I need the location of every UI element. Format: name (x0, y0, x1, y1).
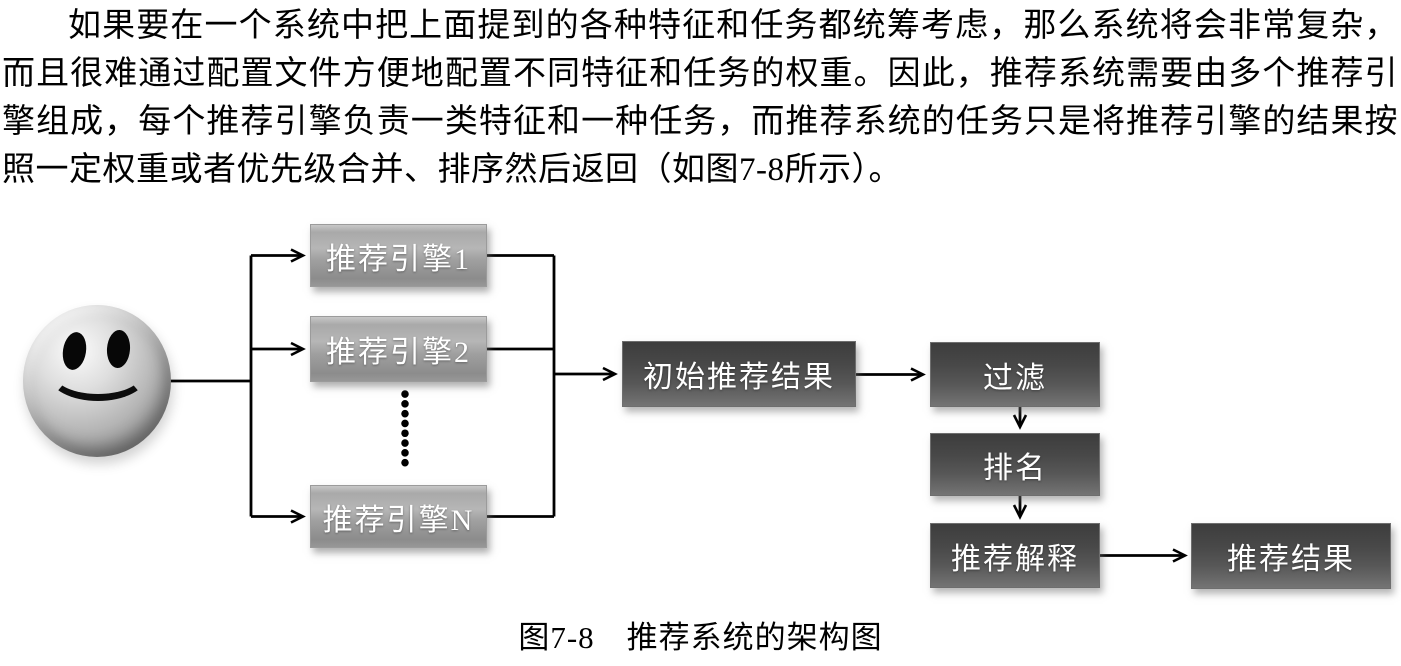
figure-7-8-diagram: 推荐引擎1 推荐引擎2 推荐引擎N 初始推荐结果 过滤 排名 推荐解释 推荐结果 (0, 210, 1401, 610)
node-initial-results-label: 初始推荐结果 (643, 361, 835, 394)
node-engine-1: 推荐引擎1 (310, 224, 487, 287)
node-engine-2: 推荐引擎2 (310, 316, 487, 382)
smiley-user-icon (23, 305, 171, 457)
node-final-results-label: 推荐结果 (1227, 543, 1355, 576)
body-paragraph: 如果要在一个系统中把上面提到的各种特征和任务都统筹考虑，那么系统将会非常复杂，而… (2, 8, 1398, 188)
node-explanation-label: 推荐解释 (951, 542, 1079, 576)
node-initial-results: 初始推荐结果 (622, 341, 856, 407)
node-ranking-label: 排名 (983, 451, 1047, 485)
node-final-results: 推荐结果 (1191, 523, 1391, 589)
connector-lines-layer (165, 248, 1188, 563)
node-filter-label: 过滤 (983, 361, 1047, 395)
node-filter: 过滤 (930, 342, 1100, 407)
figure-caption: 图7-8 推荐系统的架构图 (518, 620, 883, 655)
node-engine-2-label: 推荐引擎2 (326, 336, 471, 369)
smiley-mouth (49, 349, 147, 401)
node-explanation: 推荐解释 (930, 523, 1100, 588)
node-engine-n: 推荐引擎N (310, 485, 487, 548)
node-ranking: 排名 (930, 433, 1100, 496)
node-engine-1-label: 推荐引擎1 (326, 242, 471, 276)
node-engine-n-label: 推荐引擎N (322, 503, 475, 537)
